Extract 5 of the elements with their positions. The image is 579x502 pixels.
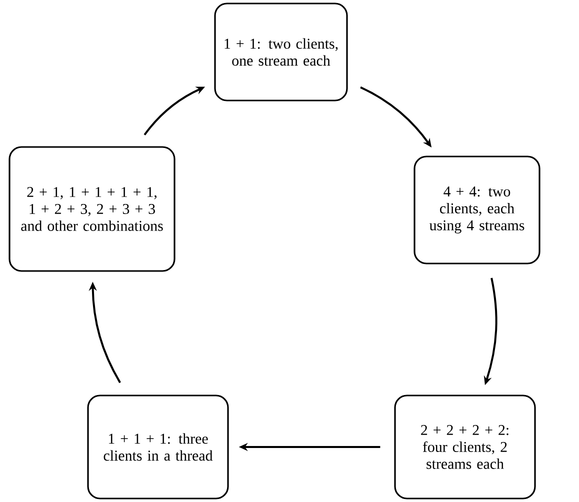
process-box: 1 + 1: two clients, one stream each	[214, 2, 348, 102]
process-box: 2 + 2 + 2 + 2: four clients, 2 streams each	[394, 394, 536, 500]
process-box: 1 + 1 + 1: three clients in a thread	[87, 394, 229, 500]
process-box: 2 + 1, 1 + 1 + 1 + 1, 1 + 2 + 3, 2 + 3 + 3 and other combinations	[8, 146, 176, 272]
process-box: 4 + 4: two clients, each using 4 streams	[414, 156, 540, 264]
